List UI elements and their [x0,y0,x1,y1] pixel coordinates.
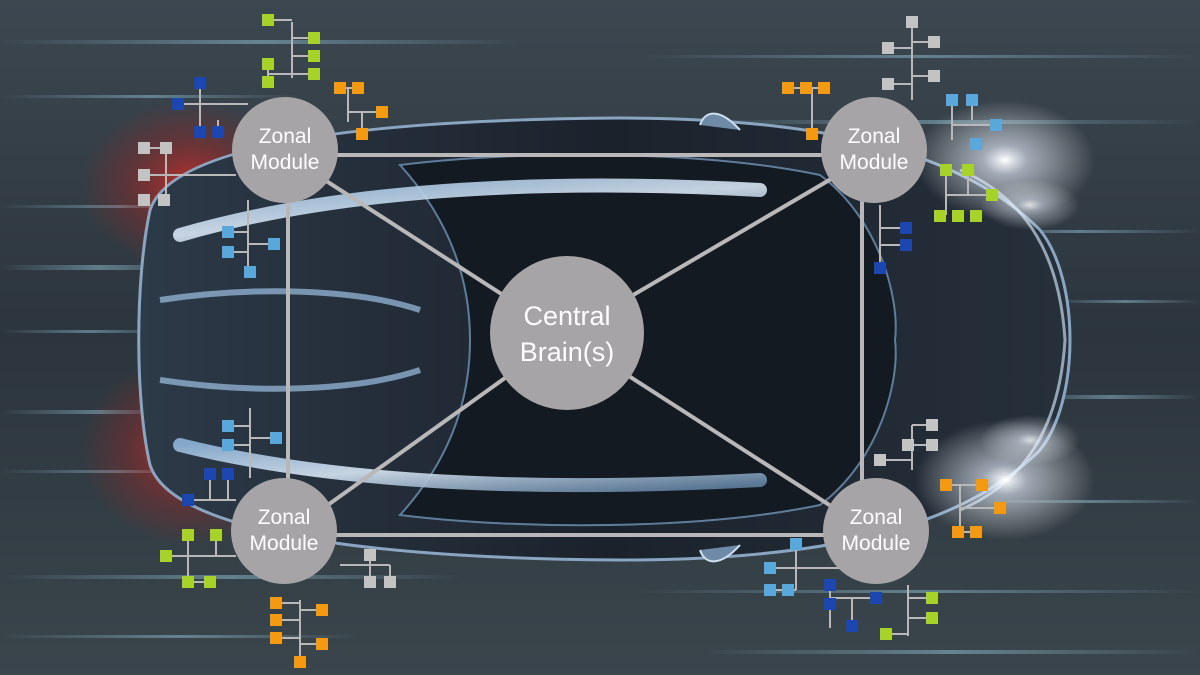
devices-light-blue-left [222,226,280,278]
central-brain-label-line1: Central [523,301,610,331]
car-roof [397,153,897,527]
zonal-module-bottom-left: Zonal Module [231,478,337,584]
zonal-module-label-line1: Zonal [848,125,901,148]
devices-lime-top-left [262,14,320,88]
side-mirror-top [699,112,741,131]
devices-orange-bottom-right [940,479,1006,538]
zonal-module-label-line1: Zonal [258,506,311,529]
devices-gray-top-right [882,16,940,90]
zonal-module-label-line2: Module [250,532,319,555]
body-highlight-bottom [173,438,767,493]
device-nodes [138,14,1006,668]
devices-dark-blue-top-left [172,77,224,138]
zonal-module-label-line2: Module [840,151,909,174]
devices-lime-right [934,164,998,222]
zonal-module-circle [232,97,338,203]
devices-orange-bottom-left [270,597,328,668]
zonal-module-circle [231,478,337,584]
zonal-module-top-right: Zonal Module [821,97,927,203]
devices-dark-blue-right [874,222,912,274]
devices-gray-bottom-right [874,419,938,466]
central-brain-label-line2: Brain(s) [520,337,615,367]
zonal-module-circle [821,97,927,203]
devices-light-blue-bottom-left [222,420,282,451]
body-highlight-top [173,178,767,242]
devices-dark-blue-bottom-left [182,468,234,506]
zonal-module-label-line2: Module [251,151,320,174]
zonal-module-top-left: Zonal Module [232,97,338,203]
devices-gray-bottom-left [364,549,396,588]
zonal-module-circle [823,478,929,584]
devices-lime-bottom-right [880,592,938,640]
devices-orange-top-left [334,82,388,140]
central-brain-circle [490,256,644,410]
zonal-module-bottom-right: Zonal Module [823,478,929,584]
zonal-module-label-line2: Module [842,532,911,555]
devices-light-blue-bottom-right [764,538,802,596]
devices-dark-blue-bottom-right [824,579,882,632]
devices-light-blue-top-right [946,94,1002,150]
devices-gray-left [138,142,172,206]
central-brain-node: Central Brain(s) [490,256,644,410]
devices-orange-top-right [782,82,830,140]
devices-lime-bottom-left [160,529,222,588]
side-mirror-bottom [699,544,741,563]
zonal-module-label-line1: Zonal [850,506,903,529]
zonal-module-label-line1: Zonal [259,125,312,148]
